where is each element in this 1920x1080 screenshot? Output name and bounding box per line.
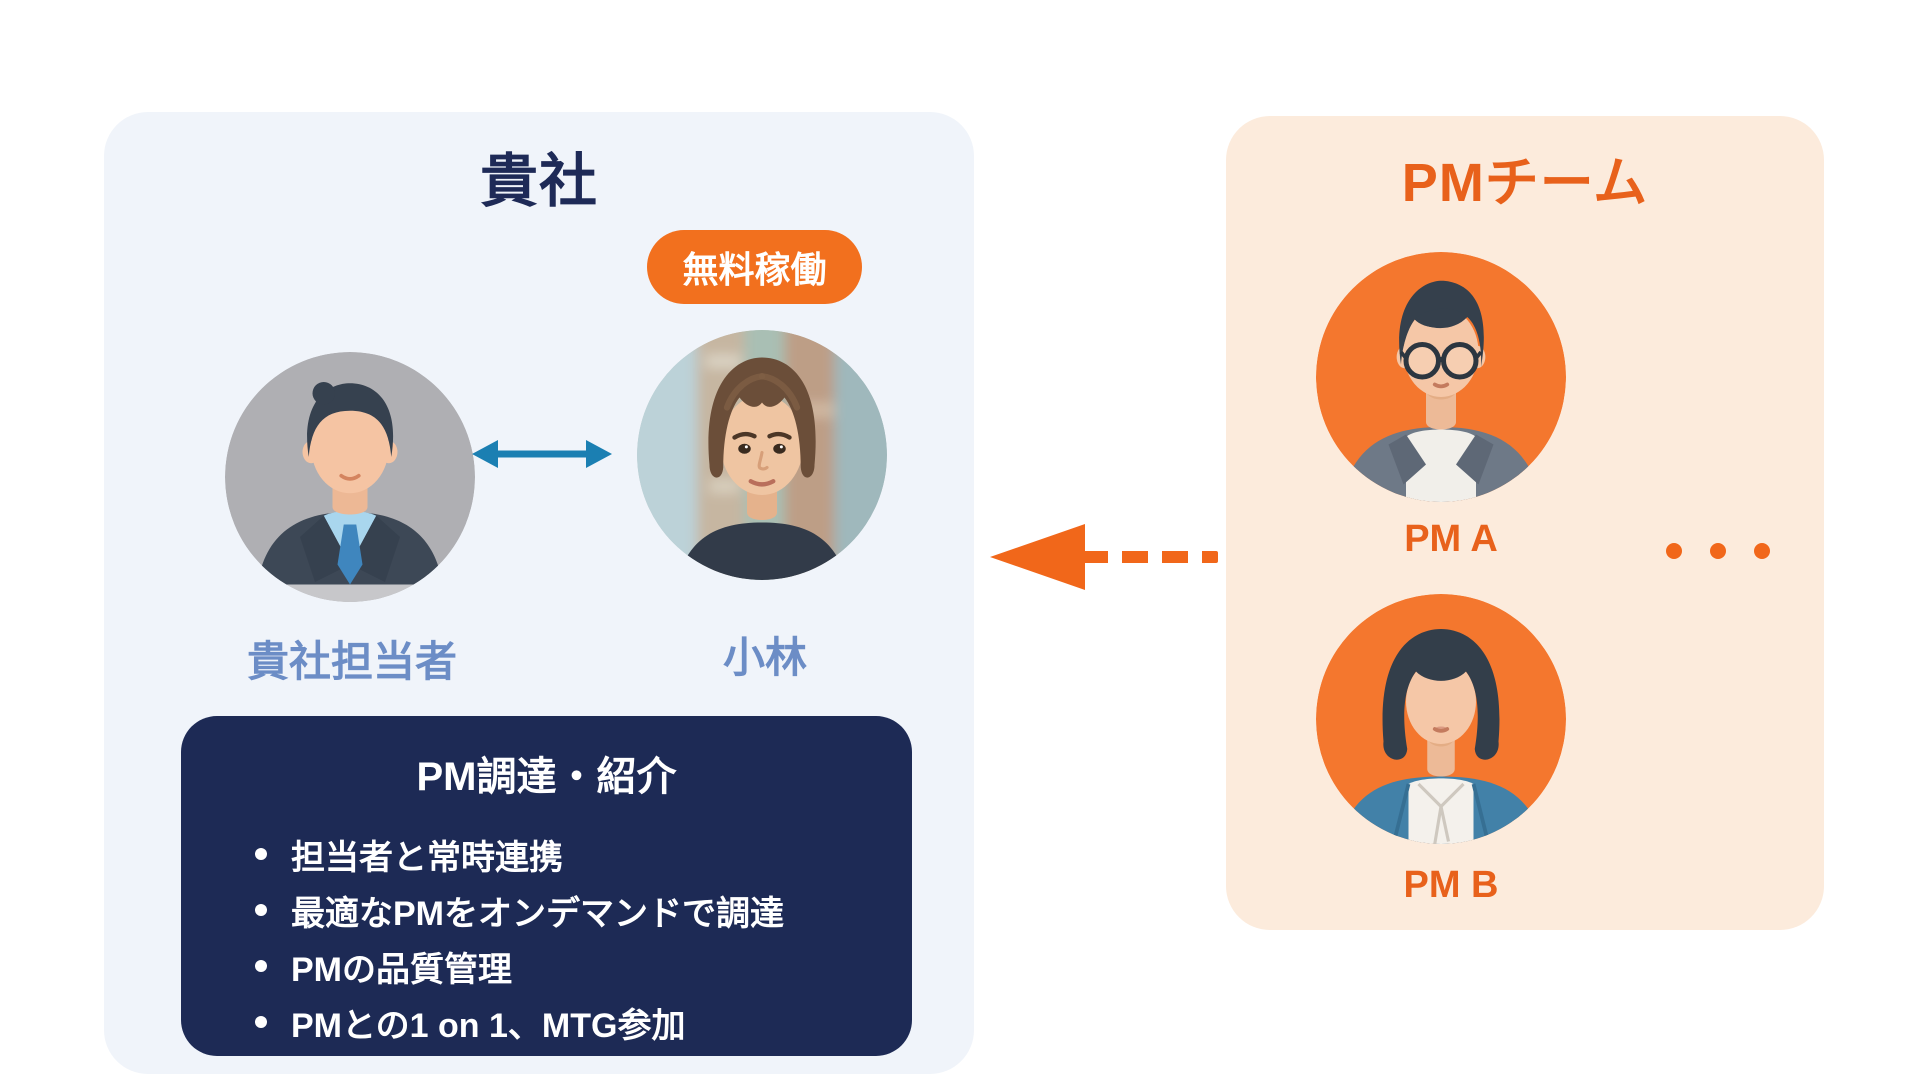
three-dots-icon (1666, 543, 1770, 559)
pm-sourcing-bullet-list: 担当者と常時連携 最適なPMをオンデマンドで調達 PMの品質管理 PMとの1 o… (181, 826, 912, 1050)
bullet-text: PMとの1 on 1、MTG参加 (291, 1006, 686, 1045)
bullet-text: 最適なPMをオンデマンドで調達 (291, 894, 784, 933)
bullet-text: 担当者と常時連携 (291, 838, 563, 877)
company-panel: 貴社 無料稼働 (104, 112, 974, 1074)
bullet-dot-icon (255, 1016, 267, 1028)
pm-b-avatar (1316, 594, 1566, 844)
dot (1710, 543, 1726, 559)
pm-a-illustration-icon (1316, 252, 1566, 502)
company-panel-title: 貴社 (479, 149, 598, 214)
bullet-dot-icon (255, 848, 267, 860)
kobayashi-avatar (637, 330, 887, 580)
bullet-dot-icon (255, 960, 267, 972)
kobayashi-portrait (637, 330, 887, 580)
two-way-arrow-icon (472, 440, 612, 468)
company-rep-label: 貴社担当者 (246, 638, 457, 685)
pm-team-panel-title: PMチーム (1401, 153, 1649, 213)
pm-sourcing-bullet: 最適なPMをオンデマンドで調達 (255, 882, 882, 938)
pm-a-avatar (1316, 252, 1566, 502)
pm-sourcing-box: PM調達・紹介 担当者と常時連携 最適なPMをオンデマンドで調達 PMの品質管理… (181, 716, 912, 1056)
free-work-badge: 無料稼働 (647, 230, 862, 304)
arrow-dashes (1082, 551, 1218, 563)
pm-b-illustration-icon (1316, 594, 1566, 844)
dot (1754, 543, 1770, 559)
pm-sourcing-title: PM調達・紹介 (416, 755, 677, 799)
pm-team-panel: PMチーム (1226, 116, 1824, 930)
kobayashi-label: 小林 (722, 634, 807, 681)
pm-sourcing-bullet: PMとの1 on 1、MTG参加 (255, 994, 882, 1050)
pm-sourcing-bullet: PMの品質管理 (255, 938, 882, 994)
pm-a-label: PM A (1404, 518, 1498, 560)
dashed-left-arrow-icon (990, 524, 1220, 590)
pm-sourcing-bullet: 担当者と常時連携 (255, 826, 882, 882)
businessman-illustration-icon (225, 352, 475, 602)
dot (1666, 543, 1682, 559)
bullet-text: PMの品質管理 (291, 950, 512, 989)
bullet-dot-icon (255, 904, 267, 916)
company-rep-avatar (225, 352, 475, 602)
pm-b-label: PM B (1403, 864, 1499, 906)
arrowhead (990, 524, 1085, 590)
